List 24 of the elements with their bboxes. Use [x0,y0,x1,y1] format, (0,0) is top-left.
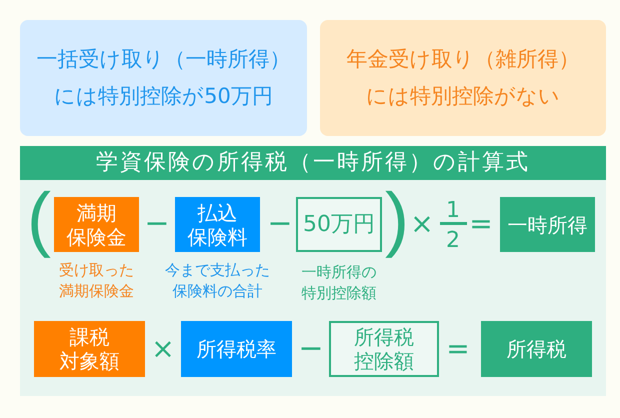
denominator: 2 [446,230,460,252]
term-label: 満期保険金 [66,200,126,248]
times-sign: × [151,335,175,363]
result-box: 一時所得 [500,197,595,252]
term-label: 払込保険料 [188,200,248,248]
term-box: 所得税控除額 [329,321,439,377]
info-box: 一括受け取り（一時所得）には特別控除が50万円 [20,20,307,136]
equals-sign: = [446,335,470,363]
result-box: 所得税 [481,321,592,377]
info-box: 年金受け取り（雑所得）には特別控除がない [320,20,606,136]
caption-text: 受け取った満期保険金 [59,260,134,302]
minus-sign: − [298,334,324,364]
numerator: 1 [446,200,460,222]
term-box: 課税対象額 [34,321,145,377]
times-sign: × [410,210,434,238]
caption-text: 一時所得の特別控除額 [302,262,376,304]
heading-bar: 学資保険の所得税（一時所得）の計算式 [20,146,606,180]
term-box: 所得税率 [181,321,292,377]
caption-text: 今まで支払った保険料の合計 [165,260,270,302]
formula-panel [20,146,606,396]
term-label: 50万円 [303,212,375,236]
minus-sign: − [144,209,170,239]
equals-sign: = [469,210,493,238]
minus-sign: − [267,209,293,239]
